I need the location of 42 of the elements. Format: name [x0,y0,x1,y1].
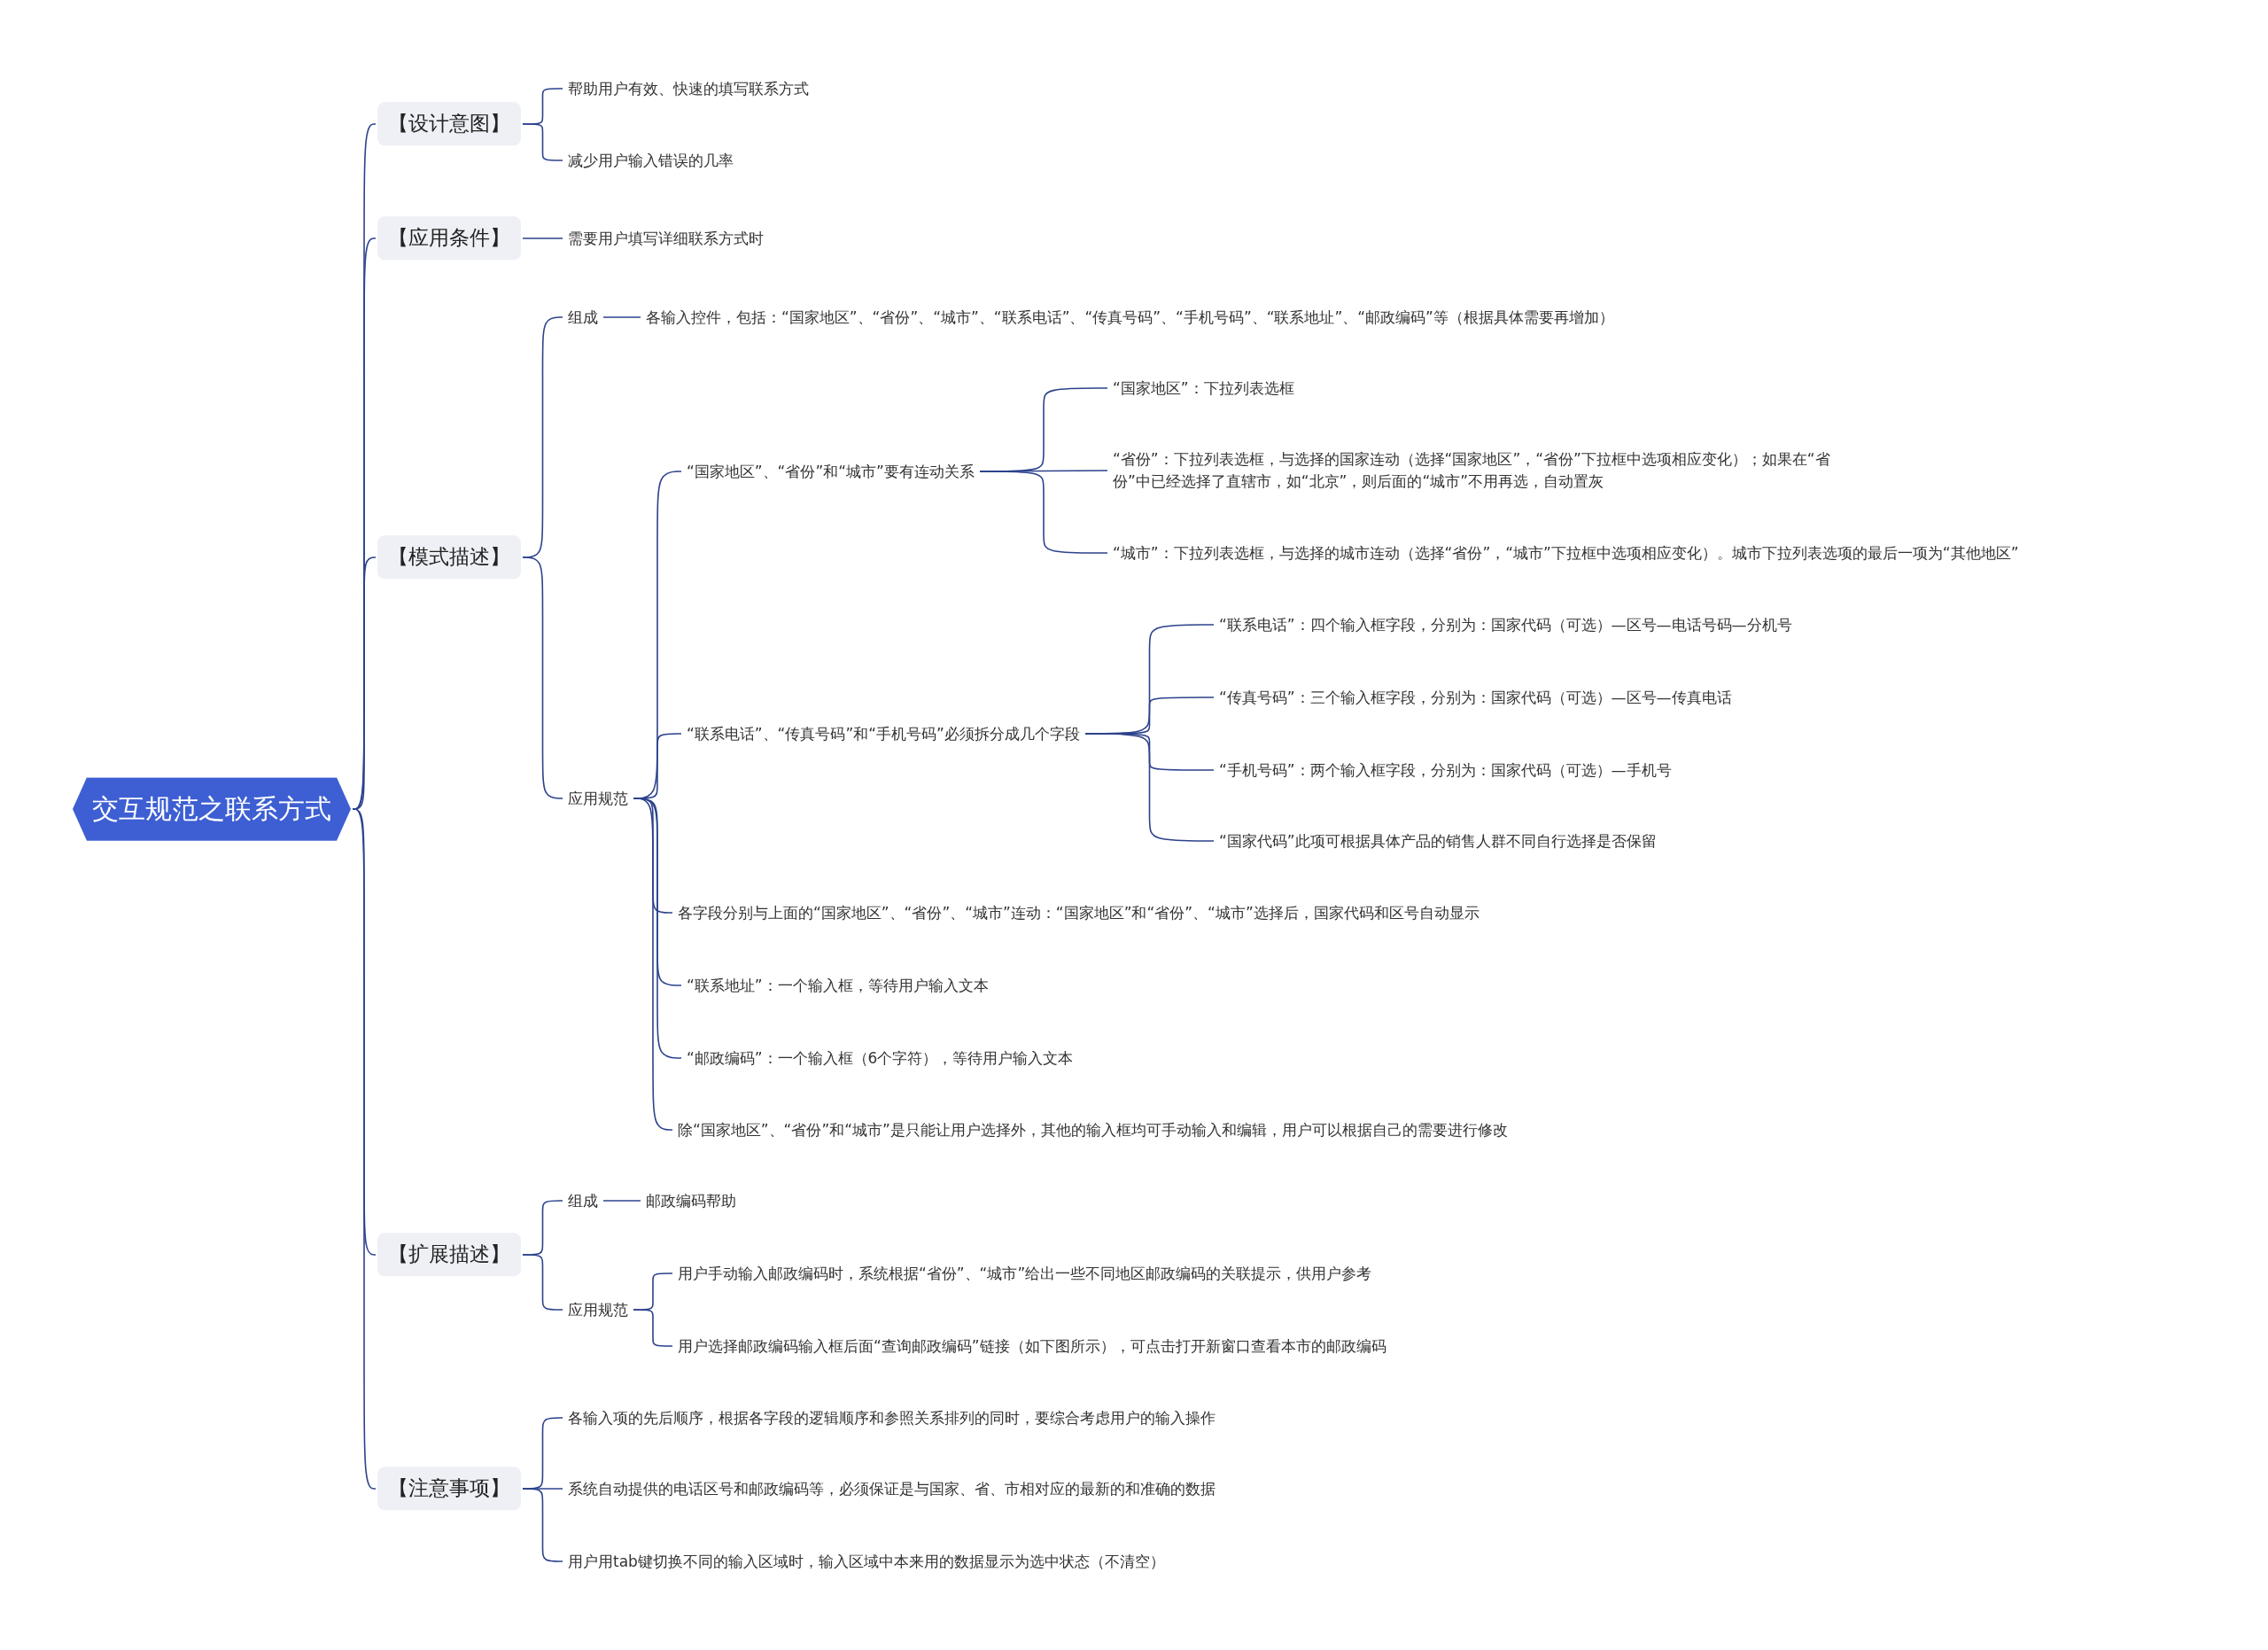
topic-text: “联系电话”、“传真号码”和“手机号码”必须拆分成几个字段 [683,720,1084,747]
topic-text: “城市”：下拉列表选框，与选择的城市连动（选择“省份”，“城市”下拉框中选项相应变化）。城市下拉列表选项的最后一项为“其他地区” [1109,540,2023,566]
topic-text: 各输入项的先后顺序，根据各字段的逻辑顺序和参照关系排列的同时，要综合考虑用户的输入操作 [564,1405,1219,1431]
topic-box: 【设计意图】 [377,102,521,146]
topic-text: 各输入控件，包括：“国家地区”、“省份”、“城市”、“联系电话”、“传真号码”、“手机号码”、“联系地址”、“邮政编码”等（根据具体需要再增加） [642,304,1618,331]
connector [1084,733,1215,842]
connector [979,471,1108,554]
topic-text: 邮政编码帮助 [642,1187,740,1214]
topic-text: 各字段分别与上面的“国家地区”、“省份”、“城市”连动：“国家地区”和“省份”、“城市”选择后，国家代码和区号自动显示 [674,899,1483,926]
topic-text: “传真号码”：三个输入框字段，分别为：国家代码（可选）—区号—传真电话 [1216,684,1736,711]
connector [522,556,563,799]
topic-text: 用户用tab键切换不同的输入区域时，输入区域中本来用的数据显示为选中状态（不清空） [564,1548,1169,1575]
connector [602,1200,641,1202]
connector [522,123,563,161]
topic-text: “国家地区”：下拉列表选框 [1109,375,1298,401]
topic-text: 组成 [564,1187,602,1214]
connector [602,316,641,318]
topic-text: “邮政编码”：一个输入框（6个字符），等待用户输入文本 [683,1045,1077,1071]
topic-text: “国家代码”此项可根据具体产品的销售人群不同自行选择是否保留 [1216,828,1660,854]
connector [633,1309,673,1347]
topic-text: “手机号码”：两个输入框字段，分别为：国家代码（可选）—手机号 [1216,757,1675,783]
topic-text: 减少用户输入错误的几率 [564,147,737,174]
topic-text: 系统自动提供的电话区号和邮政编码等，必须保证是与国家、省、市相对应的最新的和准确的数据 [564,1475,1219,1502]
central-topic: 交互规范之联系方式 [73,777,351,841]
topic-text: 应用规范 [564,1296,632,1323]
topic-box: 【应用条件】 [377,216,521,261]
connector [633,798,673,1131]
topic-box: 【扩展描述】 [377,1233,521,1277]
topic-text: 用户选择邮政编码输入框后面“查询邮政编码”链接（如下图所示），可点击打开新窗口查看本市的邮政编码 [674,1333,1390,1359]
topic-text: 应用规范 [564,785,632,812]
topic-text: 除“国家地区”、“省份”和“城市”是只能让用户选择外，其他的输入框均可手动输入和编辑，用户可以根据自己的需要进行修改 [674,1117,1511,1143]
topic-text: 帮助用户有效、快速的填写联系方式 [564,75,812,102]
connector [522,237,563,239]
topic-text: “国家地区”、“省份”和“城市”要有连动关系 [683,458,978,485]
topic-text: 组成 [564,304,602,331]
topic-text: 需要用户填写详细联系方式时 [564,225,767,252]
topic-text: 用户手动输入邮政编码时，系统根据“省份”、“城市”给出一些不同地区邮政编码的关联提示，供用户参考 [674,1260,1376,1287]
topic-box: 【注意事项】 [377,1467,521,1511]
topic-text: “联系电话”：四个输入框字段，分别为：国家代码（可选）—区号—电话号码—分机号 [1216,611,1796,638]
topic-text: “省份”：下拉列表选框，与选择的国家连动（选择“国家地区”，“省份”下拉框中选项相应变化）；如果在“省份”中已经选择了直辖市，如“北京”，则后面的“城市”不用再选，自动置灰 [1109,447,1843,494]
topic-box: 【模式描述】 [377,535,521,580]
topic-text: “联系地址”：一个输入框，等待用户输入文本 [683,972,992,999]
